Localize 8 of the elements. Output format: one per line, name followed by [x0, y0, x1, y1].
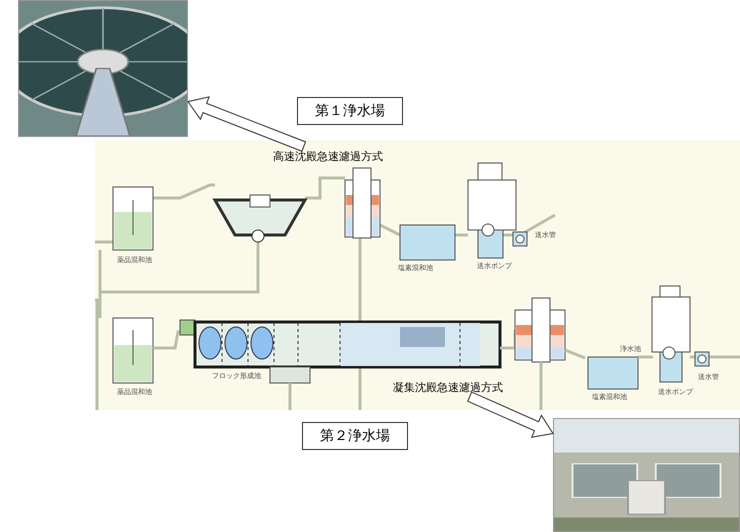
method-label: 高速沈殿急速濾過方式: [268, 148, 388, 164]
title-box: 第１浄水場: [297, 97, 403, 125]
title-box: 第２浄水場: [302, 422, 408, 450]
photo-drawing: [18, 0, 188, 137]
arrow: [187, 96, 306, 152]
arrow: [467, 391, 554, 438]
photo-drawing: [553, 418, 740, 532]
method-label: 凝集沈殿急速濾過方式: [383, 379, 513, 395]
